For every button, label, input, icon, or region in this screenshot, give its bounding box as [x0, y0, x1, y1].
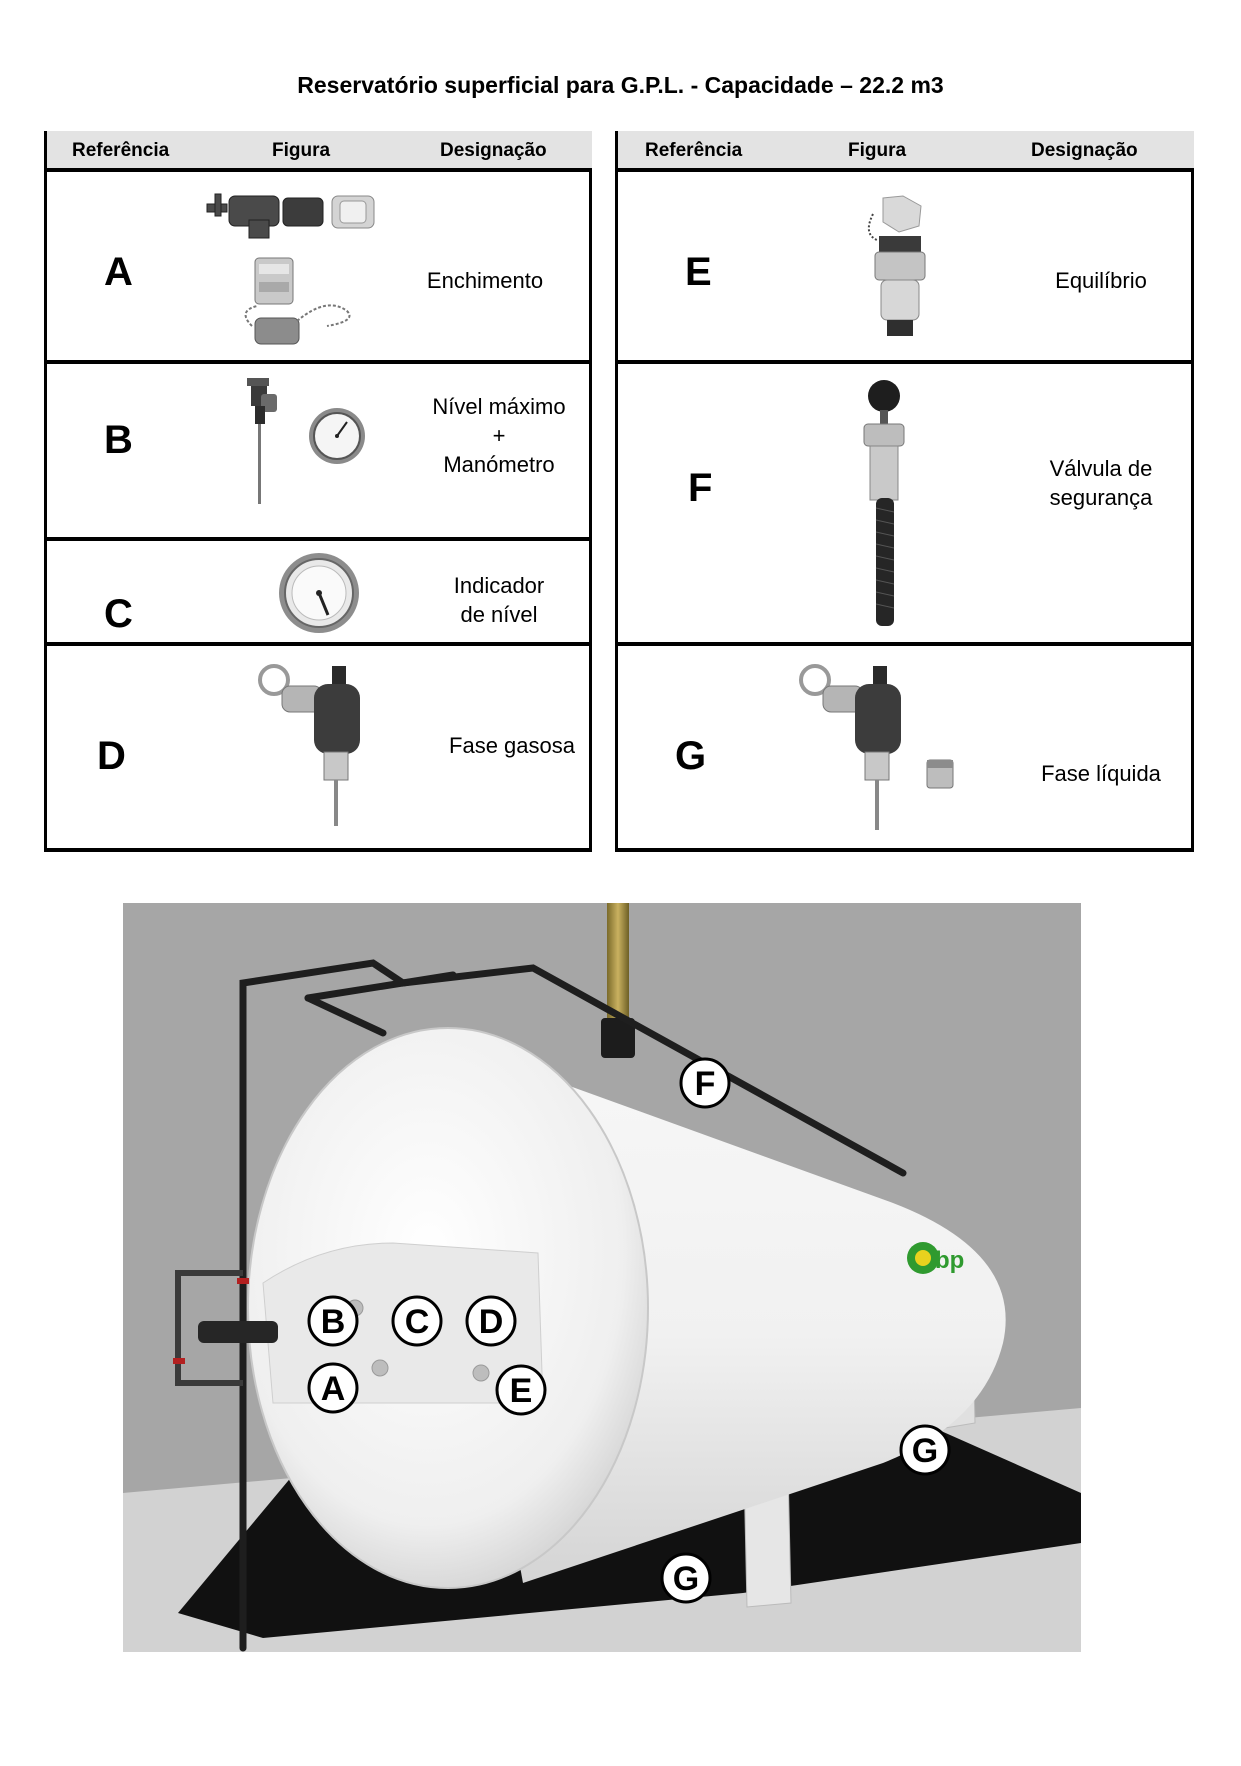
table-row: C Indicador de nível [44, 541, 592, 646]
ref-label: D [97, 734, 126, 778]
liquid-phase-valve-figure [799, 664, 954, 830]
max-level-and-manometer-figure [247, 378, 365, 504]
header-referencia: Referência [645, 140, 743, 161]
designation-line: Indicador [453, 573, 545, 598]
marker-label: G [673, 1560, 699, 1598]
marker-label: D [479, 1303, 504, 1341]
table-row: B Nível máximo + Manómetro [44, 364, 592, 541]
designation-line: Equilíbrio [1055, 268, 1147, 293]
table-row: D Fase gasosa [44, 646, 592, 852]
filling-fittings-figure [206, 193, 375, 345]
marker-label: G [912, 1432, 938, 1470]
designation-line: Nível máximo [432, 394, 566, 419]
ref-label: F [688, 466, 713, 510]
bp-logo-icon: bp [907, 1242, 964, 1274]
designation-line: Fase gasosa [449, 733, 575, 758]
marker-g-right: G [899, 1424, 951, 1476]
marker-label: A [321, 1370, 346, 1408]
table-row: G Fase líquida [615, 646, 1194, 852]
pipe-valve-red [237, 1278, 249, 1284]
vent-pipe [607, 903, 629, 1023]
designation-line: Enchimento [426, 268, 544, 293]
level-indicator-figure [279, 553, 359, 633]
marker-d: D [465, 1295, 517, 1347]
designation-line: Válvula de [1049, 456, 1153, 481]
marker-label: C [405, 1303, 430, 1341]
designation: Fase líquida [1011, 759, 1191, 788]
safety-valve-figure [863, 380, 905, 626]
designation: Indicador de nível [409, 571, 589, 629]
marker-label: E [510, 1372, 533, 1410]
pipe-valve-red [173, 1358, 185, 1364]
marker-a: A [307, 1362, 359, 1414]
parts-table-right: Referência Figura Designação E Equilíbri… [615, 131, 1194, 852]
table-row: F Válvula de segurança [615, 364, 1194, 646]
designation-line: Manómetro [443, 452, 555, 477]
designation: Nível máximo + Manómetro [409, 392, 589, 479]
tank-diagram: bp A B C D E F G G [123, 903, 1081, 1652]
marker-label: F [695, 1065, 716, 1103]
designation-line: segurança [1049, 485, 1153, 510]
table-row: E Equilíbrio [615, 172, 1194, 364]
marker-f: F [679, 1057, 731, 1109]
equilibrium-valve-figure [867, 195, 926, 336]
ref-label: C [104, 592, 133, 636]
pipe-valve [198, 1321, 278, 1343]
logo-text: bp [935, 1247, 964, 1274]
ref-label: E [685, 250, 712, 294]
header-referencia: Referência [72, 140, 170, 161]
designation: Equilíbrio [1011, 266, 1191, 295]
marker-b: B [307, 1295, 359, 1347]
table-header: Referência Figura Designação [615, 131, 1194, 172]
marker-c: C [391, 1295, 443, 1347]
ref-label: B [104, 418, 133, 462]
page-title: Reservatório superficial para G.P.L. - C… [297, 72, 944, 98]
gas-phase-valve-figure [258, 664, 360, 826]
marker-label: B [321, 1303, 346, 1341]
designation-line: de nível [460, 602, 538, 627]
table-header: Referência Figura Designação [44, 131, 592, 172]
pipe-manifold [175, 1270, 243, 1386]
designation-line: Fase líquida [1041, 761, 1161, 786]
table-row: A Enchimento [44, 172, 592, 364]
designation: Fase gasosa [422, 731, 602, 760]
marker-g-bottom: G [660, 1552, 712, 1604]
ref-label: G [675, 734, 707, 778]
parts-table-left: Referência Figura Designação A Enchiment… [44, 131, 592, 852]
header-figura: Figura [272, 140, 331, 161]
safety-valve-housing [601, 1018, 635, 1058]
designation-line: + [492, 423, 506, 448]
pipework [239, 959, 907, 1652]
header-designacao: Designação [440, 140, 547, 161]
header-figura: Figura [848, 140, 907, 161]
header-designacao: Designação [1031, 140, 1138, 161]
ref-label: A [104, 250, 133, 294]
designation: Válvula de segurança [1011, 454, 1191, 512]
designation: Enchimento [395, 266, 575, 295]
marker-e: E [495, 1364, 547, 1416]
